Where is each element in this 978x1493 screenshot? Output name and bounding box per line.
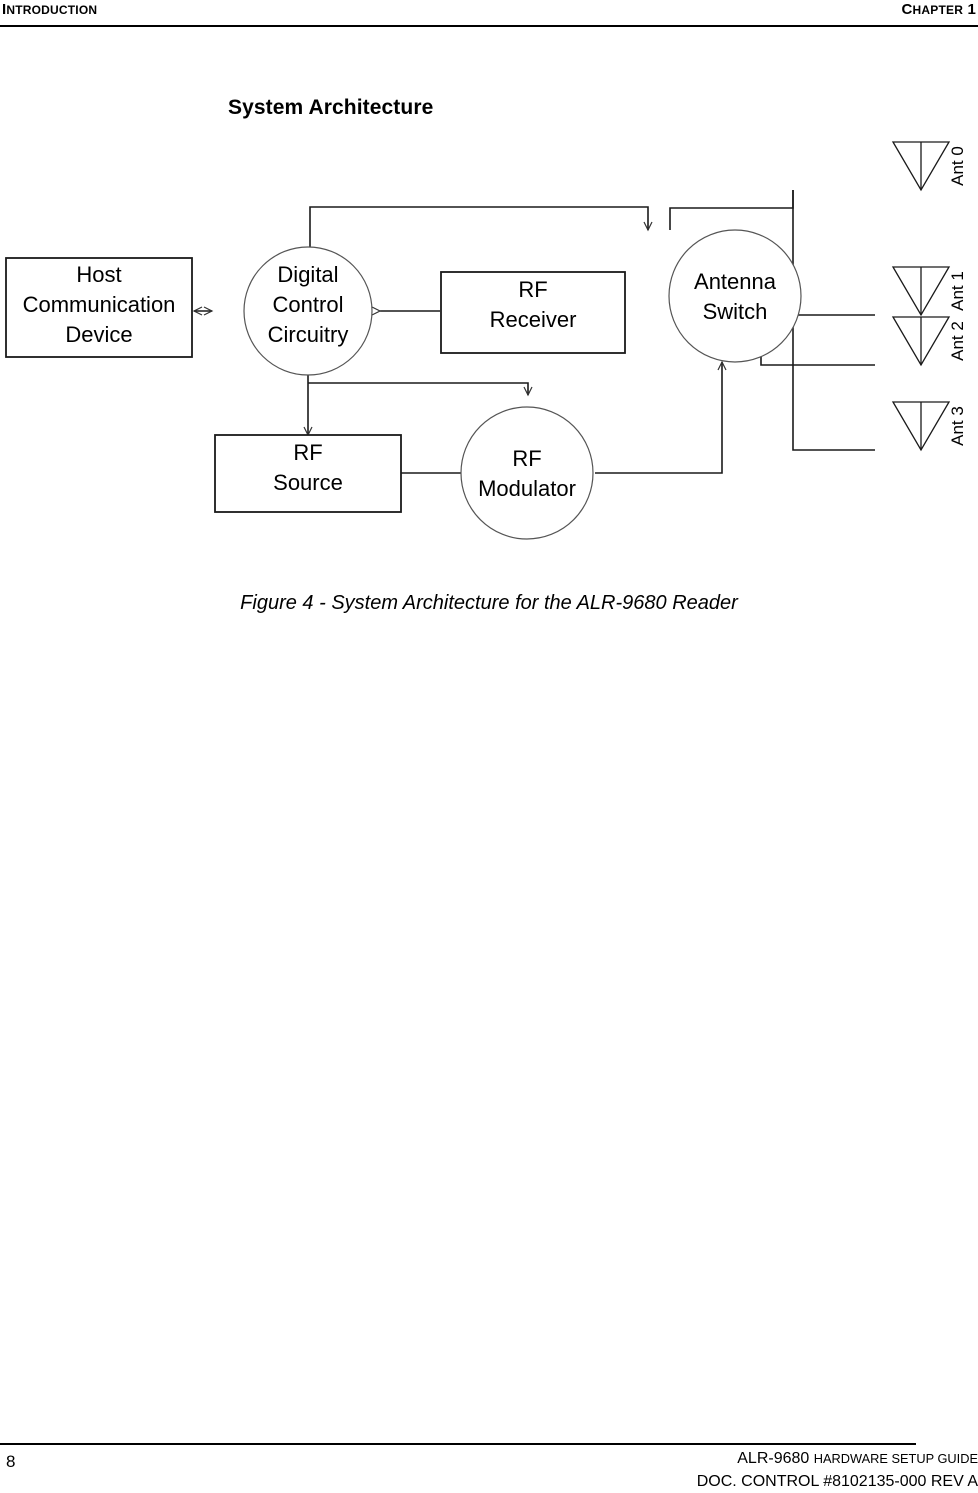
node-source-shape bbox=[214, 434, 402, 513]
header-left-title: INTRODUCTION bbox=[2, 1, 97, 18]
node-host-shape bbox=[5, 257, 193, 358]
node-modulator-line-1: RF bbox=[512, 446, 541, 471]
footer-doc-control-line: DOC. CONTROL #8102135-000 REV A bbox=[696, 1472, 978, 1490]
header-divider bbox=[0, 25, 978, 27]
node-rf-source: RF Source bbox=[214, 434, 402, 513]
node-digital-shape bbox=[243, 246, 373, 376]
node-source-line-1: RF bbox=[293, 440, 322, 465]
diagram-canvas: Host Communication Device Digital Contro… bbox=[5, 141, 967, 540]
ant3-label: Ant 3 bbox=[948, 406, 967, 446]
node-receiver-shape bbox=[440, 271, 626, 354]
footer-document-info: ALR-9680 HARDWARE SETUP GUIDE DOC. CONTR… bbox=[0, 1448, 978, 1493]
node-receiver-line-1: RF bbox=[518, 277, 547, 302]
figure-caption: Figure 4 - System Architecture for the A… bbox=[240, 592, 738, 614]
link-modulator-to-switch bbox=[595, 360, 727, 474]
header-left-smallcaps: NTRODUCTION bbox=[6, 3, 98, 17]
antenna-symbol-ant3: Ant 3 bbox=[891, 401, 967, 452]
node-modulator-line-2: Modulator bbox=[478, 476, 576, 501]
page-title: System Architecture bbox=[228, 96, 434, 119]
node-digital-control-circuitry: Digital Control Circuitry bbox=[243, 246, 373, 376]
page-number: 8 bbox=[6, 1452, 16, 1471]
node-receiver-line-2: Receiver bbox=[490, 307, 577, 332]
node-switch-shape bbox=[668, 229, 802, 363]
node-switch-line-2: Switch bbox=[703, 299, 768, 324]
node-digital-line-1: Digital bbox=[277, 262, 338, 287]
ant1-label: Ant 1 bbox=[948, 271, 967, 311]
node-host-line-2: Communication bbox=[23, 292, 176, 317]
header-right-initial: C bbox=[901, 1, 913, 18]
node-host-line-1: Host bbox=[76, 262, 121, 287]
link-switch-to-ant0 bbox=[669, 190, 794, 230]
node-rf-modulator: RF Modulator bbox=[460, 406, 594, 540]
link-digital-to-modulator bbox=[308, 382, 533, 397]
ant2-label: Ant 2 bbox=[948, 321, 967, 361]
node-host-communication-device: Host Communication Device bbox=[5, 257, 193, 358]
node-modulator-shape bbox=[460, 406, 594, 540]
node-digital-line-3: Circuitry bbox=[268, 322, 349, 347]
node-source-line-2: Source bbox=[273, 470, 343, 495]
node-antenna-switch: Antenna Switch bbox=[668, 229, 802, 363]
header-right-title: CHAPTER 1 bbox=[901, 1, 976, 18]
header-left-initial: I bbox=[2, 1, 7, 18]
footer-guide-line: ALR-9680 HARDWARE SETUP GUIDE bbox=[0, 1448, 978, 1471]
node-rf-receiver: RF Receiver bbox=[440, 271, 626, 354]
node-host-line-3: Device bbox=[65, 322, 132, 347]
header-right-smallcaps: HAPTER bbox=[912, 3, 964, 17]
footer-model: ALR-9680 bbox=[737, 1450, 814, 1467]
system-architecture-diagram: Host Communication Device Digital Contro… bbox=[0, 130, 978, 550]
node-switch-line-1: Antenna bbox=[694, 269, 777, 294]
ant0-label: Ant 0 bbox=[948, 146, 967, 186]
link-switch-to-ant3 bbox=[792, 190, 875, 451]
page-header: INTRODUCTION CHAPTER 1 bbox=[0, 0, 978, 34]
footer-divider bbox=[0, 1443, 916, 1445]
footer-guide-smallcaps: HARDWARE SETUP GUIDE bbox=[813, 1451, 978, 1466]
antenna-symbol-ant2: Ant 2 bbox=[891, 316, 967, 367]
antenna-symbol-ant1: Ant 1 bbox=[891, 266, 967, 317]
header-chapter-number: 1 bbox=[967, 1, 976, 18]
antenna-symbol-ant0: Ant 0 bbox=[891, 141, 967, 192]
node-digital-line-2: Control bbox=[273, 292, 344, 317]
